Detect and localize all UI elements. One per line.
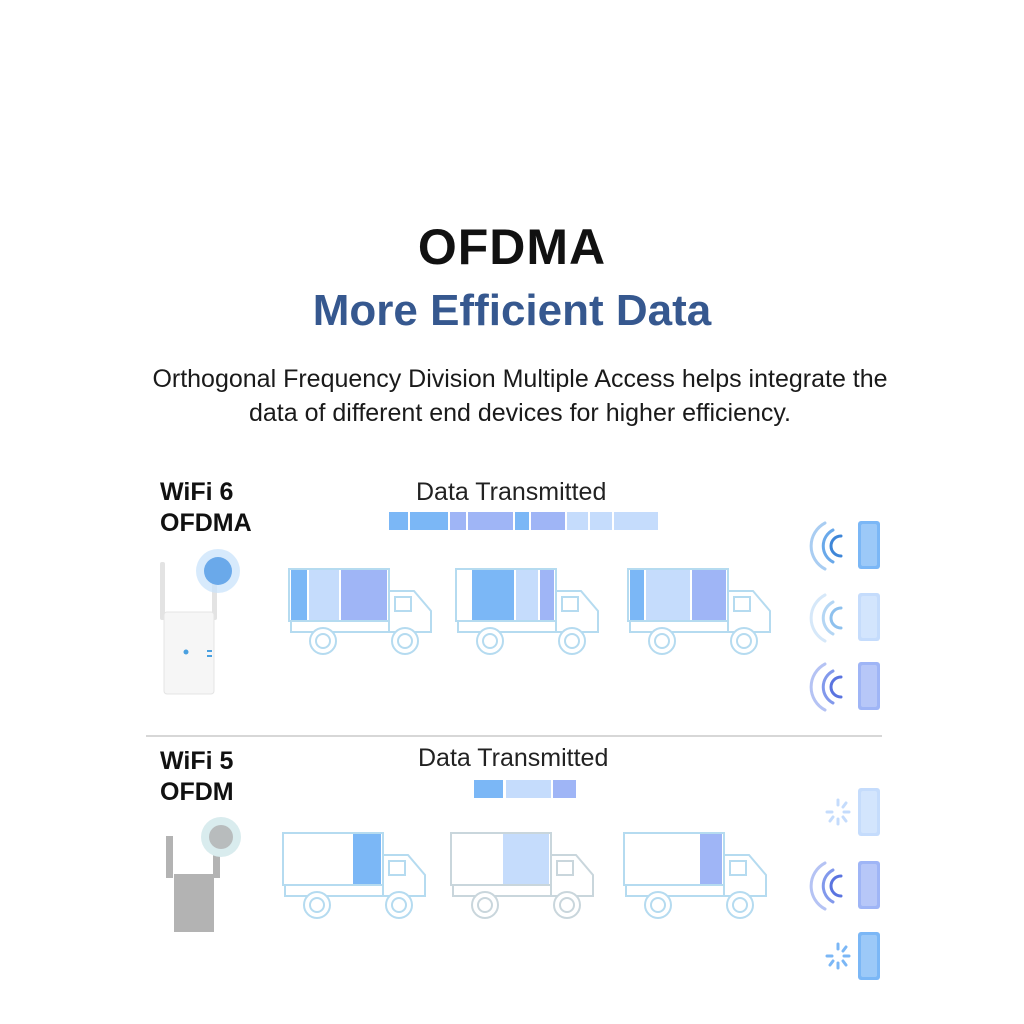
wifi5-label-line-1: WiFi 5 — [160, 747, 234, 775]
wifi6-router-icon — [160, 549, 240, 695]
phone-icon — [858, 521, 880, 569]
wifi5-data-transmitted-label: Data Transmitted — [418, 744, 609, 772]
phone-icon — [858, 788, 880, 836]
loading-spinner-icon — [825, 942, 851, 970]
section-divider — [146, 735, 882, 737]
wifi6-device-1 — [809, 521, 880, 571]
wifi5-device-1 — [825, 788, 880, 836]
wifi5-truck-3 — [623, 832, 767, 919]
wifi5-truck-2 — [450, 832, 594, 919]
wifi5-device-3 — [825, 932, 880, 980]
wifi6-data-bar — [389, 512, 658, 530]
wifi6-label-line-1: WiFi 6 — [160, 478, 234, 506]
wifi-signal-icon — [809, 861, 843, 911]
wifi5-data-bar — [474, 780, 576, 798]
wifi6-device-2 — [809, 593, 880, 643]
wifi6-label-line-2: OFDMA — [160, 509, 252, 537]
wifi6-label: WiFi 6 OFDMA — [160, 477, 252, 539]
wifi6-truck-2 — [455, 568, 599, 655]
wifi-signal-icon — [809, 593, 843, 643]
description: Orthogonal Frequency Division Multiple A… — [60, 362, 980, 430]
description-line-1: Orthogonal Frequency Division Multiple A… — [152, 365, 888, 393]
phone-icon — [858, 593, 880, 641]
phone-icon — [858, 932, 880, 980]
wifi-signal-icon — [809, 521, 843, 571]
wifi6-truck-1 — [288, 568, 432, 655]
page-title: OFDMA — [417, 219, 607, 275]
wifi5-truck-1 — [282, 832, 426, 919]
wifi6-device-3 — [809, 662, 880, 712]
wifi6-truck-3 — [627, 568, 771, 655]
page-subtitle: More Efficient Data — [312, 286, 712, 335]
wifi6-data-transmitted-label: Data Transmitted — [416, 478, 607, 506]
wifi5-label-line-2: OFDM — [160, 778, 234, 806]
wifi5-label: WiFi 5 OFDM — [160, 746, 234, 808]
description-line-2: data of different end devices for higher… — [248, 399, 791, 427]
loading-spinner-icon — [825, 798, 851, 826]
wifi5-router-icon — [166, 817, 241, 932]
wifi-signal-icon — [809, 662, 843, 712]
wifi5-device-2 — [809, 861, 880, 911]
phone-icon — [858, 662, 880, 710]
phone-icon — [858, 861, 880, 909]
